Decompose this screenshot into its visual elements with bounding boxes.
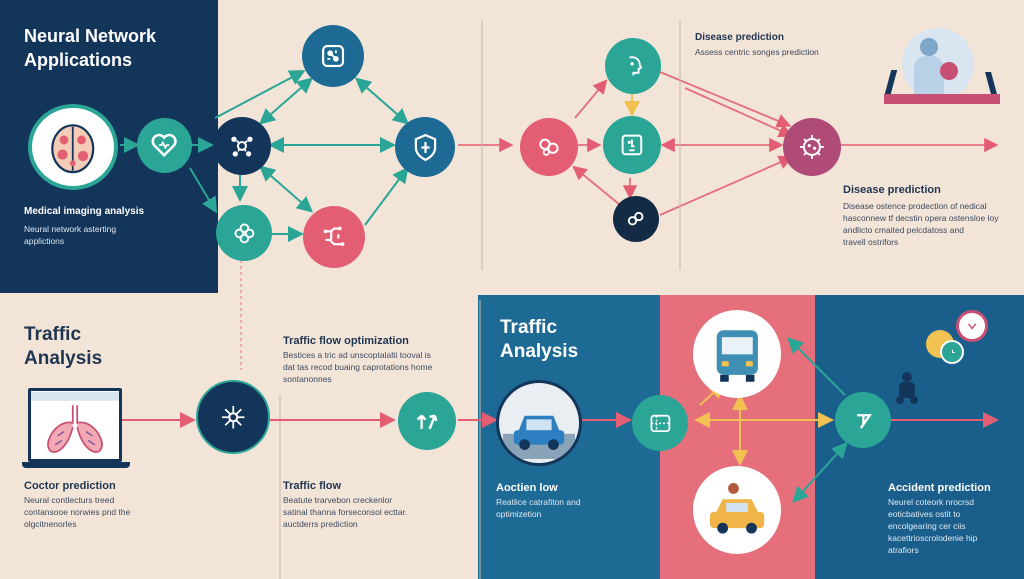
disease-prediction-heading: Disease prediction [843, 184, 941, 196]
network-node-bottom-teal[interactable] [216, 205, 272, 261]
warning-badge [956, 310, 988, 342]
direction-node[interactable] [398, 392, 456, 450]
clock-badge [940, 340, 964, 364]
accident-prediction-text: Neurel coteork nrocrsd eoticbatives osti… [888, 497, 978, 555]
aoctien-low-heading: Aoctien low [496, 482, 558, 494]
lungs-scan-icon [31, 392, 119, 453]
link-icon [628, 212, 644, 226]
face-scan-icon [621, 134, 643, 156]
virus-icon [800, 135, 824, 159]
heart-icon [151, 134, 178, 158]
shield-node[interactable] [395, 117, 455, 177]
intersection-node[interactable] [632, 395, 688, 451]
cells-icon [539, 138, 559, 156]
medical-imaging-heading: Medical imaging analysis [24, 206, 145, 217]
traffic-flow-optimization-text: Bestices a tric ad unscoptalalti tooval … [283, 350, 433, 384]
bus-node[interactable] [693, 310, 781, 398]
lungs-scan-monitor[interactable] [28, 388, 122, 462]
traffic-analysis-title-left: Traffic Analysis [24, 324, 103, 369]
network-node-icon-bottom [221, 405, 245, 429]
traffic-flow-heading: Traffic flow [283, 480, 342, 492]
circuit-icon [323, 226, 345, 246]
aoctien-low-text: Reatlice catrafiton and optimizetion [496, 497, 581, 519]
plus-network-icon [234, 223, 254, 243]
monitor-base [22, 462, 130, 468]
cells-node[interactable] [520, 118, 578, 176]
face-scan-node[interactable] [603, 116, 661, 174]
face-profile-node[interactable] [605, 38, 661, 94]
disease-prediction-heading-top: Disease prediction [695, 32, 784, 43]
network-node-bottom-pink[interactable] [303, 206, 365, 268]
traffic-core-node[interactable] [196, 380, 270, 454]
taxi-node[interactable] [693, 466, 781, 554]
accident-prediction-heading: Accident prediction [888, 482, 991, 494]
taxi-icon [709, 482, 765, 534]
medical-imaging-text: Neural network asterting applictions [24, 224, 117, 246]
page-title: Neural Network Applications [24, 26, 157, 70]
network-node-center[interactable] [213, 117, 271, 175]
car-camera-node[interactable] [496, 380, 582, 466]
direction-arrows-icon [416, 414, 438, 430]
coctor-prediction-text: Neural contlecturs treed contansooe norw… [24, 495, 131, 529]
disease-prediction-node[interactable] [783, 118, 841, 176]
coctor-prediction-heading: Coctor prediction [24, 480, 116, 492]
trend-node[interactable] [835, 392, 891, 448]
brain-scan-icon [51, 123, 95, 173]
heart-node[interactable] [137, 118, 192, 173]
shield-icon [414, 133, 436, 161]
car-icon [503, 415, 575, 459]
bus-icon [716, 329, 758, 382]
checkmark-icon [967, 323, 977, 330]
traffic-flow-text: Beatute trarvebon creckenlor satinal tha… [283, 495, 408, 529]
brain-scan-node[interactable] [28, 104, 118, 190]
disease-prediction-text-top: Assess centric songes prediction [695, 47, 819, 57]
traffic-officer-icon [894, 372, 920, 406]
traffic-grid-icon [650, 414, 670, 432]
network-node-icon [231, 136, 253, 157]
trend-arrow-icon [856, 413, 872, 429]
dark-decision-node[interactable] [613, 196, 659, 242]
doctor-illustration [884, 28, 1000, 106]
traffic-flow-optimization-heading: Traffic flow optimization [283, 335, 409, 347]
network-box-icon [321, 44, 345, 68]
clock-icon [951, 349, 955, 353]
face-profile-icon [628, 55, 642, 75]
traffic-analysis-title-right: Traffic Analysis [500, 317, 579, 362]
network-node-top[interactable] [302, 25, 364, 87]
disease-prediction-text: Disease ostence prodection of nedical ha… [843, 201, 999, 247]
